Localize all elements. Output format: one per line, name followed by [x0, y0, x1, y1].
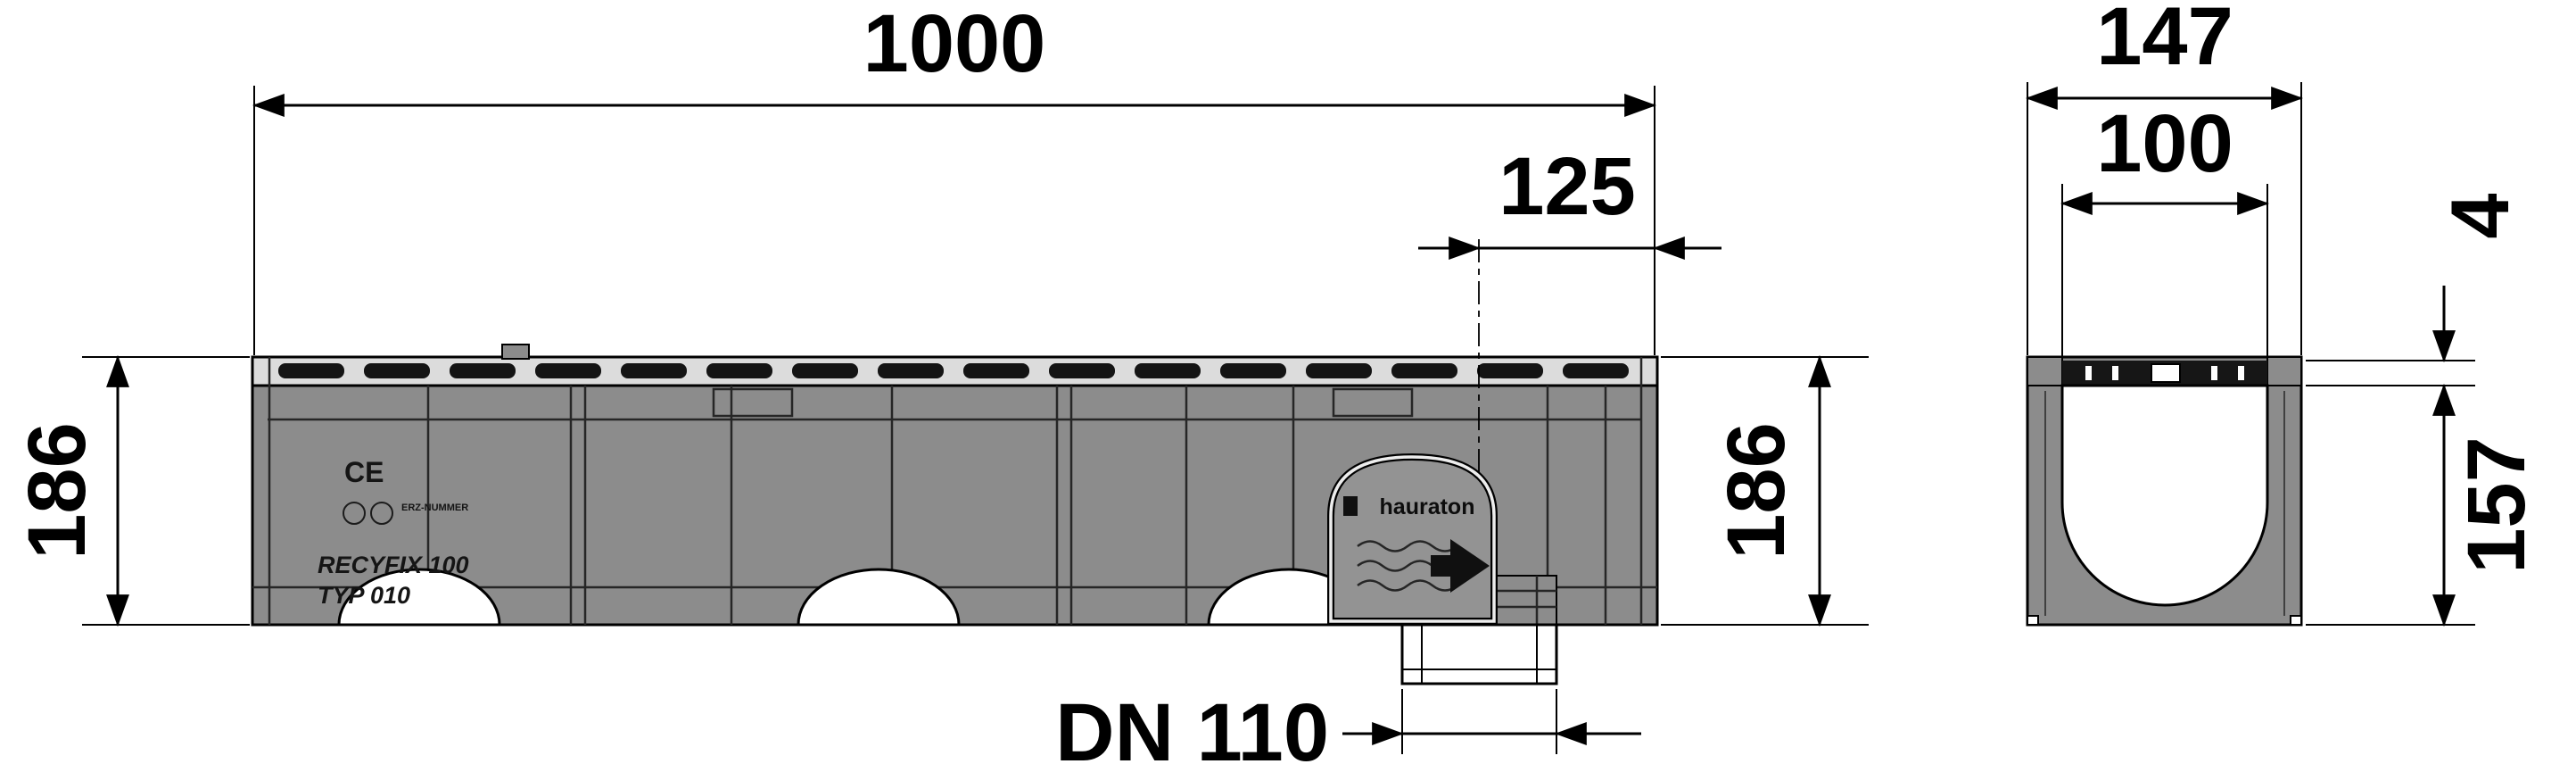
frame-rail-right — [2266, 356, 2302, 386]
ce-mark: CE — [344, 456, 384, 488]
dim-outer-width-value: 147 — [2096, 0, 2233, 82]
wave-arrow-icon — [1357, 539, 1490, 593]
dim-length-value: 1000 — [863, 0, 1046, 89]
dim-inner-width-value: 100 — [2096, 98, 2233, 189]
brand-label: hauraton — [1380, 494, 1475, 519]
outlet-stub — [1400, 623, 1558, 685]
dim-outer-width: 147 — [2025, 0, 2304, 355]
dim-outlet-value: DN 110 — [1055, 687, 1329, 764]
frame-rail-left — [2027, 356, 2063, 386]
dim-height-right-value: 186 — [1711, 422, 1802, 560]
dim-height-left-value: 186 — [12, 422, 103, 560]
product-label: RECYFIX 100 TYP 010 — [318, 552, 469, 609]
section-view — [2026, 355, 2303, 627]
dim-grate-recess-value: 4 — [2435, 193, 2526, 238]
grate-section — [2062, 361, 2267, 386]
dim-height-right: 186 — [1661, 354, 1869, 627]
dim-inner-depth: 157 — [2306, 383, 2542, 627]
ce-markings: CE ERZ-NUMMER — [343, 456, 468, 525]
product-line2: TYP 010 — [318, 582, 410, 609]
dim-inner-width: 100 — [2060, 98, 2270, 361]
dim-outlet-offset: 125 — [1418, 141, 1721, 260]
foot-notch-right — [2290, 615, 2302, 626]
serial-label: ERZ-NUMMER — [401, 502, 468, 513]
brand-badge: hauraton — [1327, 453, 1498, 625]
dim-length: 1000 — [252, 0, 1657, 355]
brand-logo-square — [1343, 496, 1358, 516]
flow-cavity — [2060, 384, 2269, 607]
side-view: hauraton CE ERZ-NUMMER RECYFIX 100 TYP 0… — [251, 239, 1659, 685]
dim-inner-depth-value: 157 — [2451, 436, 2542, 574]
locking-tab — [501, 344, 530, 360]
dim-outlet-offset-value: 125 — [1499, 141, 1636, 232]
foot-notch-left — [2027, 615, 2039, 626]
recycle-icon — [343, 502, 366, 525]
product-line1: RECYFIX 100 — [318, 552, 469, 578]
dim-height-left: 186 — [12, 354, 250, 627]
material-icon — [370, 502, 393, 525]
dim-grate-recess: 4 — [2306, 193, 2526, 386]
dim-outlet: DN 110 — [1055, 687, 1641, 764]
